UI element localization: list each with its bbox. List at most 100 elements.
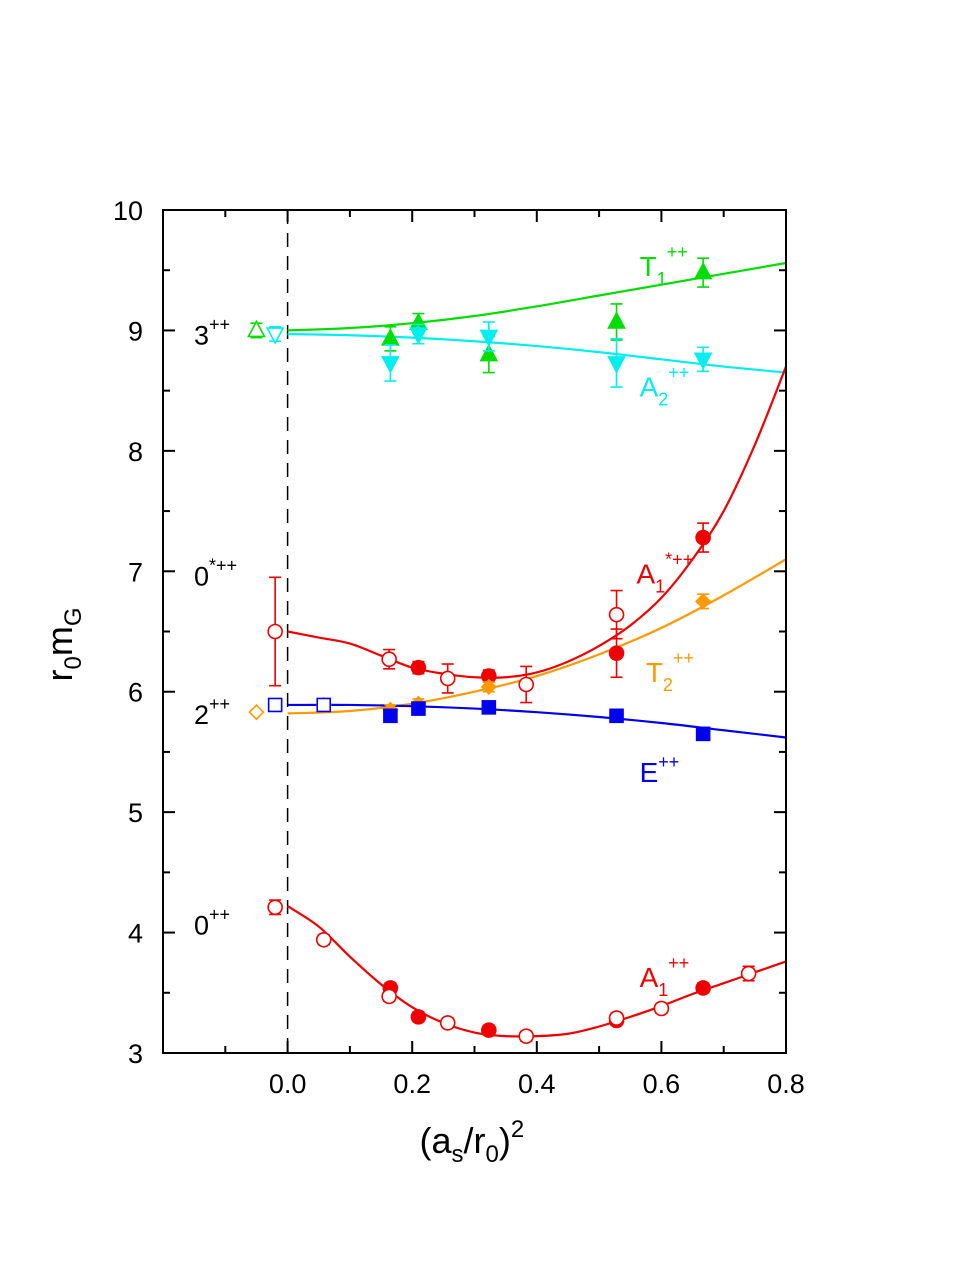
- x-tick-label: 0.0: [269, 1069, 307, 1099]
- y-tick-label: 7: [128, 557, 143, 587]
- channel-label-base: T: [646, 657, 663, 688]
- circle-marker: [608, 606, 625, 623]
- channel-label-sup: ++: [668, 363, 689, 383]
- triangle-up-marker: [479, 343, 499, 362]
- continuum-state-sup: ++: [209, 905, 230, 925]
- circle-marker: [518, 1028, 535, 1044]
- channel-label-A1++: A1++: [640, 953, 690, 1000]
- continuum-state-base: 3: [194, 320, 209, 350]
- square-marker: [267, 697, 283, 713]
- y-axis-title-sub: 0: [60, 656, 87, 669]
- continuum-state-base: 0: [194, 911, 209, 941]
- x-tick-label: 0.4: [518, 1069, 556, 1099]
- channel-label-T2++: T2++: [646, 648, 694, 695]
- y-axis-title-part: m: [39, 626, 80, 656]
- triangle-down-marker: [265, 327, 285, 345]
- continuum-state-base: 2: [194, 700, 209, 730]
- fit-curve-T1++: [287, 261, 787, 332]
- x-tick-label: 0.8: [767, 1069, 805, 1099]
- channel-label-sub: 2: [658, 390, 668, 410]
- y-tick-label: 3: [128, 1039, 143, 1069]
- channel-label-sup: ++: [658, 752, 679, 772]
- circle-marker: [608, 645, 625, 661]
- y-tick-label: 8: [128, 437, 143, 467]
- continuum-state-base: 0: [194, 561, 209, 591]
- channel-label-T1++: T1++: [640, 242, 688, 289]
- circle-marker: [267, 623, 283, 640]
- square-marker: [383, 708, 398, 724]
- channel-label-A2++: A2++: [640, 363, 690, 410]
- channel-label-sup: ++: [668, 953, 689, 973]
- continuum-state-sup: *++: [209, 555, 237, 575]
- y-tick-label: 10: [113, 196, 143, 226]
- channel-label-sub: 2: [663, 675, 673, 695]
- circle-marker: [439, 670, 456, 687]
- triangle-down-marker: [607, 356, 626, 374]
- channel-label-E++: E++: [640, 752, 680, 788]
- triangle-up-marker: [247, 319, 266, 338]
- square-marker: [609, 708, 624, 724]
- square-marker: [481, 700, 497, 715]
- triangle-down-marker: [409, 327, 428, 345]
- channel-label-sub: 1: [658, 980, 668, 1000]
- square-marker: [316, 697, 332, 713]
- channel-label-base: E: [640, 757, 659, 788]
- channel-label-base: A: [640, 962, 659, 993]
- circle-marker: [653, 1000, 670, 1017]
- continuum-state-sup: ++: [209, 694, 230, 714]
- y-tick-label: 6: [128, 678, 143, 708]
- circle-marker: [410, 1009, 427, 1025]
- channel-label-sub: 1: [657, 269, 667, 289]
- circle-marker: [439, 1015, 456, 1031]
- fit-curve-A1++: [286, 905, 787, 1038]
- diamond-marker: [480, 678, 497, 696]
- text-labels: (as/r0)2r0mG3++0*++2++0++T1++A2++A1*++T2…: [39, 242, 694, 1168]
- continuum-state-label: 3++: [194, 314, 230, 350]
- circle-marker: [608, 1010, 625, 1026]
- triangle-down-marker: [381, 356, 400, 374]
- square-marker: [411, 701, 426, 716]
- circle-marker: [695, 980, 711, 996]
- continuum-state-label: 0*++: [194, 555, 237, 591]
- x-axis-title-part: (a: [420, 1120, 453, 1161]
- channel-label-sup: *++: [665, 549, 693, 569]
- circle-marker: [518, 676, 535, 693]
- continuum-state-sup: ++: [209, 314, 230, 334]
- fit-curve-A1*++: [287, 366, 788, 679]
- circle-marker: [410, 659, 427, 676]
- series-points-E++: [267, 697, 711, 742]
- circle-marker: [381, 651, 397, 667]
- data-points: [247, 257, 757, 1044]
- series-points-A2++: [265, 321, 713, 388]
- x-axis-title-part: ): [499, 1120, 511, 1161]
- x-axis-title-sup: 2: [511, 1116, 524, 1143]
- channel-label-sub: 1: [655, 576, 665, 596]
- channel-label-sup: ++: [673, 648, 694, 668]
- continuum-state-label: 2++: [194, 694, 230, 730]
- channel-label-base: A: [640, 372, 659, 403]
- x-axis-title-sub: 0: [486, 1141, 499, 1168]
- circle-marker: [740, 965, 757, 982]
- x-tick-label: 0.2: [393, 1069, 431, 1099]
- fit-curves: [286, 261, 788, 1038]
- circle-marker: [315, 931, 332, 948]
- channel-label-A1*++: A1*++: [636, 549, 693, 596]
- x-axis-title-sub: s: [452, 1141, 464, 1168]
- series-points-A1++: [267, 899, 757, 1044]
- channel-label-base: A: [636, 558, 655, 589]
- y-tick-label: 5: [128, 798, 143, 828]
- fit-curve-T2++: [287, 558, 787, 715]
- x-axis-title: (as/r0)2: [420, 1116, 525, 1168]
- triangle-up-marker: [607, 311, 626, 329]
- continuum-state-label: 0++: [194, 905, 230, 941]
- triangle-down-marker: [693, 352, 713, 371]
- circle-marker: [267, 899, 283, 916]
- circle-marker: [481, 1022, 497, 1038]
- series-points-A1*++: [267, 522, 711, 704]
- y-axis-title-part: r: [39, 670, 80, 682]
- triangle-down-marker: [479, 329, 499, 348]
- circle-marker: [381, 988, 397, 1005]
- y-axis-title-sub: G: [60, 607, 87, 626]
